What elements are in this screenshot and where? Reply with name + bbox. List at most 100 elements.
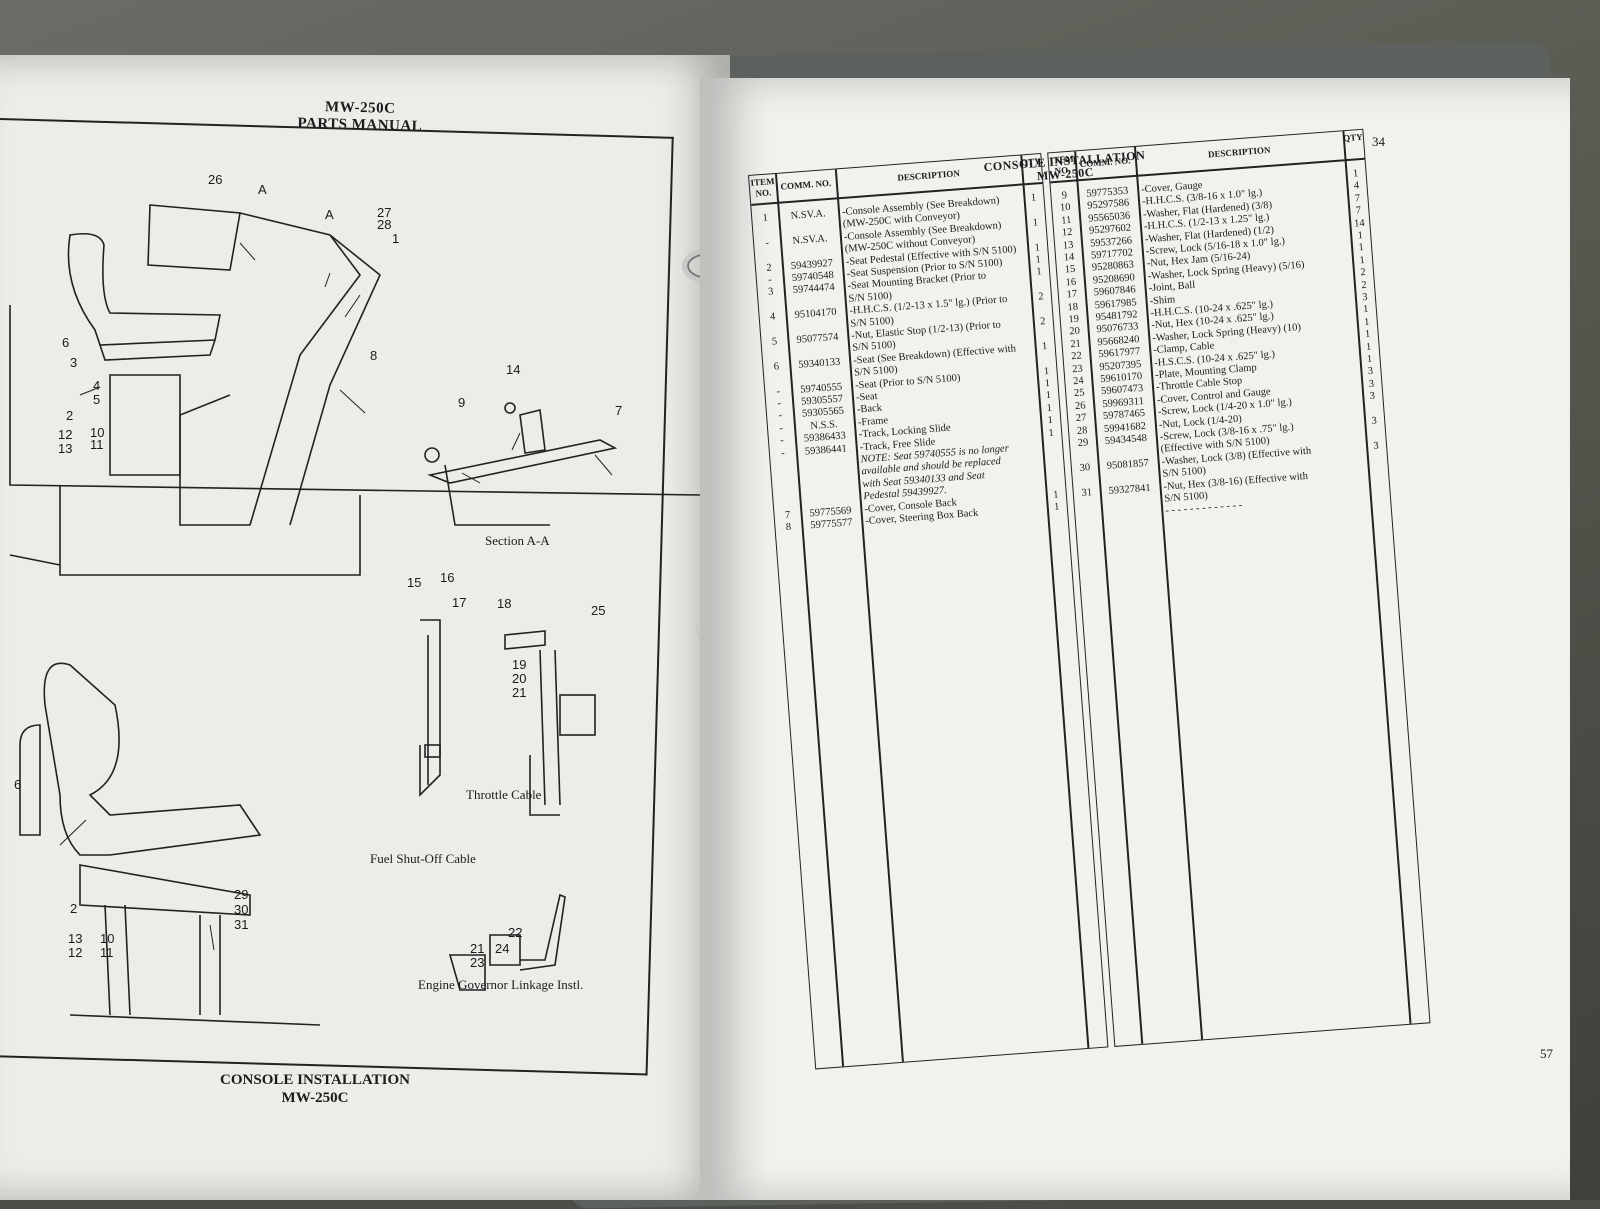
comm-no <box>798 479 858 483</box>
upper-seat-shape <box>67 232 221 346</box>
part-qty: 1 <box>1358 242 1365 254</box>
part-qty <box>1045 476 1065 477</box>
item-no: 12 <box>1061 227 1073 239</box>
comm-no: N.SV.A. <box>790 208 827 222</box>
item-no: 23 <box>1071 363 1084 375</box>
item-no: 27 <box>1075 412 1087 425</box>
part-qty: 3 <box>1361 291 1368 304</box>
callout-1: 1 <box>392 231 400 246</box>
part-qty: 3 <box>1369 390 1376 403</box>
item-no: - <box>780 447 786 459</box>
part-qty <box>1367 452 1387 453</box>
comm-no <box>797 467 857 471</box>
item-no: 22 <box>1070 350 1083 363</box>
caption-throttle-cable: Throttle Cable <box>466 787 542 802</box>
part-qty: 3 <box>1368 378 1375 390</box>
callout-11-lower: 11 <box>100 945 114 960</box>
part-qty: 1 <box>1352 168 1359 180</box>
page-number: 57 <box>1540 1046 1553 1061</box>
callout-13-upper: 13 <box>58 441 73 456</box>
callout-6-upper: 6 <box>62 335 70 350</box>
exploded-diagram <box>9 204 701 1026</box>
callout-12-upper: 12 <box>58 427 73 442</box>
caption-section-a-a: Section A-A <box>485 533 550 548</box>
callout-5: 5 <box>93 392 101 407</box>
callout-21-governor: 21 <box>470 941 485 956</box>
caption-engine-governor: Engine Governor Linkage Instl. <box>418 977 584 992</box>
part-qty: 4 <box>1353 180 1360 192</box>
callout-27: 27 <box>377 205 392 220</box>
callout-29: 29 <box>234 887 249 902</box>
item-no <box>1075 511 1101 513</box>
part-qty: 2 <box>1360 279 1368 291</box>
item-no: 5 <box>771 336 778 348</box>
callout-11-upper: 11 <box>90 437 104 452</box>
item-no: - <box>779 435 785 447</box>
callout-17: 17 <box>452 595 467 610</box>
item-no: 13 <box>1062 239 1074 252</box>
callout-9: 9 <box>458 395 466 410</box>
item-no: 4 <box>769 311 776 323</box>
callout-4: 4 <box>93 378 101 393</box>
lower-seat-shape <box>43 662 262 856</box>
comm-no: 95081857 <box>1106 457 1150 472</box>
part-qty: 3 <box>1373 440 1380 452</box>
comm-no <box>799 492 859 496</box>
part-qty: 2 <box>1039 316 1046 328</box>
part-qty <box>1365 427 1385 428</box>
callout-a-upper: A <box>258 182 267 197</box>
part-qty: 2 <box>1037 291 1045 303</box>
page-top-number: 34 <box>1372 134 1385 149</box>
part-qty: 1 <box>1047 415 1054 427</box>
right-page <box>700 78 1570 1200</box>
part-qty: 1 <box>1357 230 1364 242</box>
part-qty: 1 <box>1365 341 1372 353</box>
item-no: 18 <box>1067 301 1079 313</box>
callout-31: 31 <box>234 917 249 932</box>
item-no: 7 <box>784 509 791 521</box>
item-no: 31 <box>1081 486 1093 499</box>
item-no: 9 <box>1061 190 1068 202</box>
callout-6-lower: 6 <box>14 777 22 792</box>
item-no <box>773 496 799 498</box>
callout-24: 24 <box>495 941 510 956</box>
col-header-qty-2: QTY <box>1342 131 1363 144</box>
part-qty: 1 <box>1363 316 1370 328</box>
floor-edge <box>9 305 701 496</box>
item-no: 10 <box>1059 202 1072 215</box>
callout-22: 22 <box>508 925 523 940</box>
part-qty: 1 <box>1030 192 1037 204</box>
col-header-comm-2: COMM. NO. <box>1079 155 1131 170</box>
callout-8: 8 <box>370 348 378 363</box>
part-qty: 1 <box>1362 304 1369 316</box>
part-qty: 14 <box>1353 217 1365 230</box>
item-no: 28 <box>1076 424 1088 437</box>
part-qty <box>1024 204 1044 205</box>
part-qty: 7 <box>1354 192 1361 205</box>
part-qty: 3 <box>1371 415 1378 427</box>
item-no: 29 <box>1077 437 1089 450</box>
callout-10-lower: 10 <box>100 931 115 946</box>
part-qty: 1 <box>1043 365 1050 377</box>
item-no: - <box>776 385 781 398</box>
item-no: - <box>764 237 770 249</box>
section-plate <box>427 439 618 484</box>
item-no: - <box>767 274 773 286</box>
part-qty: 7 <box>1355 205 1362 217</box>
col-header-item: ITEM NO. <box>750 176 775 199</box>
part-qty <box>1026 229 1046 230</box>
part-qty <box>1043 452 1063 453</box>
part-qty <box>1363 403 1383 404</box>
callout-18: 18 <box>497 596 512 611</box>
part-qty <box>1369 489 1389 490</box>
footer-model: MW-250C <box>281 1090 349 1106</box>
callout-26: 26 <box>208 172 223 187</box>
comm-no: 59327841 <box>1108 482 1151 497</box>
part-qty: 3 <box>1367 366 1374 378</box>
item-no: 11 <box>1060 214 1072 227</box>
item-no: 8 <box>785 521 792 534</box>
item-no <box>772 484 798 486</box>
